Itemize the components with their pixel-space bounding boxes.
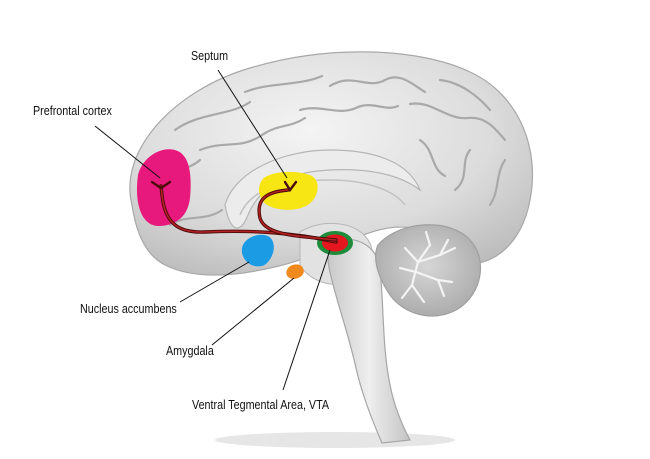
label-vta: Ventral Tegmental Area, VTA [192, 398, 330, 412]
dopamine-pathways [150, 180, 338, 244]
label-prefrontal-cortex: Prefrontal cortex [33, 104, 112, 118]
label-amygdala: Amygdala [166, 344, 214, 358]
nucleus-accumbens-leader [179, 261, 250, 303]
septum-leader [217, 69, 288, 179]
septum-terminal [283, 180, 298, 193]
label-nucleus-accumbens: Nucleus accumbens [80, 302, 177, 316]
leader-lines [94, 69, 331, 391]
nucleus-accumbens-region [241, 234, 274, 267]
prefrontal-cortex-region [136, 149, 191, 227]
prefrontal-terminal [150, 180, 172, 190]
vta-leader [282, 249, 331, 391]
corpus-callosum [224, 149, 422, 229]
cerebellum [375, 224, 481, 317]
label-septum: Septum [191, 49, 229, 63]
amygdala-region [286, 264, 304, 279]
amygdala-leader [211, 277, 295, 346]
prefrontal-leader [94, 125, 161, 179]
